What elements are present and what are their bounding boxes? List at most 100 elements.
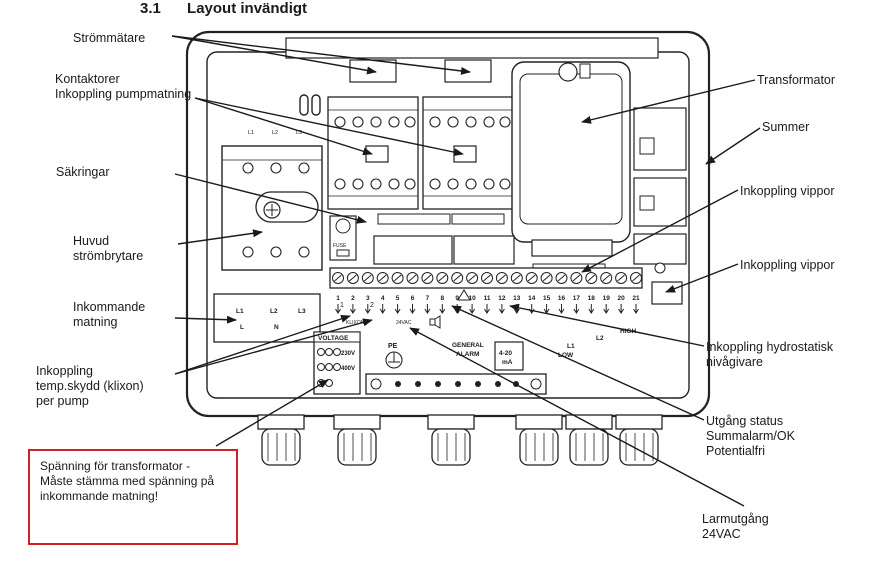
klixon-label: KLIXON <box>346 320 365 326</box>
voltage-warning-note: Spänning för transformator - Måste stämm… <box>28 449 238 545</box>
transformer <box>511 61 631 257</box>
input-term-n: N <box>274 324 279 331</box>
contactor-1 <box>327 96 419 210</box>
cable-gland <box>333 414 381 466</box>
high-label: HIGH <box>620 328 637 335</box>
sensor-label-1: 4-20 <box>499 350 512 357</box>
label-summer: Summer <box>762 120 810 134</box>
label-temp-line2: temp.skydd (klixon) <box>36 379 144 393</box>
terminal-arrow <box>633 304 639 314</box>
main-breaker <box>221 145 323 271</box>
terminal-number: 19 <box>603 295 611 302</box>
label-hydro-line1: Inkoppling hydrostatisk <box>706 340 834 354</box>
terminal-arrow <box>528 304 535 314</box>
terminal-arrow <box>424 304 431 314</box>
terminal-arrow <box>469 304 476 314</box>
label-kontaktorer: Kontaktorer Inkoppling pumpmatning <box>55 72 191 102</box>
label-hydrostatisk: Inkoppling hydrostatisk nivågivare <box>706 340 833 370</box>
terminal-arrow <box>364 304 371 314</box>
terminal-number: 9 <box>455 295 459 302</box>
label-strommatare: Strömmätare <box>73 31 146 45</box>
input-term-l: L <box>240 324 244 331</box>
label-inkommande: Inkommande matning <box>73 300 145 330</box>
input-term-l3: L3 <box>298 308 306 315</box>
terminal-number: 16 <box>558 295 566 302</box>
k-label-2: 2 <box>370 302 374 309</box>
label-larm-line2: 24VAC <box>702 527 741 541</box>
terminal-number: 8 <box>440 295 444 302</box>
input-term-l1: L1 <box>236 308 244 315</box>
label-temp-line1: Inkoppling <box>36 364 93 378</box>
terminal-number: 15 <box>543 295 551 302</box>
pe-label: PE <box>388 343 398 350</box>
cable-gland <box>257 414 305 466</box>
label-huvud-line2: strömbrytare <box>73 249 144 263</box>
label-temp-line3: per pump <box>36 394 89 408</box>
page-heading: 3.1 Layout invändigt <box>140 0 307 17</box>
label-utgang-status: Utgång status Summalarm/OK Potentialfri <box>706 414 795 459</box>
label-utgang-line3: Potentialfri <box>706 444 766 458</box>
l2-label: L2 <box>596 335 604 342</box>
input-term-l2: L2 <box>270 308 278 315</box>
terminal-arrow <box>484 304 490 314</box>
terminal-number: 3 <box>366 295 370 302</box>
terminal-number: 17 <box>573 295 581 302</box>
warning-triangle-icon <box>457 289 471 301</box>
terminal-arrow <box>498 304 505 314</box>
terminal-arrow <box>379 304 386 314</box>
terminal-arrow <box>573 304 580 314</box>
terminal-arrow <box>349 304 356 314</box>
fuse-label: FUSE <box>333 243 347 249</box>
label-larm-line1: Larmutgång <box>702 512 769 526</box>
terminal-arrow <box>618 304 625 314</box>
label-sakringar: Säkringar <box>56 165 110 179</box>
label-temp-skydd: Inkoppling temp.skydd (klixon) per pump <box>36 364 144 409</box>
vac-label: 24VAC <box>396 320 412 326</box>
breaker-term-l3: L3 <box>296 130 302 136</box>
sensor-label-2: mA <box>502 359 513 366</box>
note-line2: Måste stämma med spänning på <box>40 474 215 488</box>
terminal-number: 7 <box>426 295 430 302</box>
incoming-supply-block <box>213 293 321 343</box>
cable-gland <box>427 414 475 466</box>
label-huvudstrombrytare: Huvud strömbrytare <box>73 234 143 264</box>
k-label-1: 1 <box>340 302 344 309</box>
v230-label: 230V <box>341 351 355 357</box>
terminal-number: 1 <box>336 295 340 302</box>
label-utgang-line2: Summalarm/OK <box>706 429 795 443</box>
relay-2 <box>453 235 515 265</box>
cable-gland <box>515 414 563 466</box>
terminal-arrow <box>543 304 550 314</box>
note-line3: inkommande matning! <box>40 489 159 503</box>
terminal-number: 6 <box>411 295 415 302</box>
terminal-arrow <box>335 304 341 314</box>
label-vippor-2: Inkoppling vippor <box>740 258 835 272</box>
label-hydro-line2: nivågivare <box>706 355 763 369</box>
terminal-number: 4 <box>381 295 385 302</box>
leader-lines <box>171 35 761 507</box>
terminal-number: 12 <box>498 295 506 302</box>
terminal-number: 14 <box>528 295 536 302</box>
cable-gland <box>615 414 663 466</box>
breaker-term-l2: L2 <box>272 130 278 136</box>
heading-number: 3.1 <box>140 0 161 17</box>
label-utgang-line1: Utgång status <box>706 414 784 428</box>
speaker-icon <box>429 318 436 326</box>
terminal-number: 13 <box>513 295 521 302</box>
terminal-number: 18 <box>588 295 596 302</box>
label-inkommande-line1: Inkommande <box>73 300 146 314</box>
terminal-arrow <box>409 304 416 314</box>
cable-glands <box>257 414 663 466</box>
label-kontaktorer-line2: Inkoppling pumpmatning <box>55 87 192 101</box>
terminal-number: 5 <box>396 295 400 302</box>
label-vippor-1: Inkoppling vippor <box>740 184 835 198</box>
terminal-arrow <box>394 304 401 314</box>
relay-1 <box>373 235 453 265</box>
label-kontaktorer-line1: Kontaktorer <box>55 72 120 86</box>
contactor-2 <box>422 96 514 210</box>
terminal-screws <box>332 272 642 284</box>
general-alarm-1: GENERAL <box>452 342 484 349</box>
l1-label: L1 <box>567 343 575 350</box>
terminal-number: 21 <box>632 295 640 302</box>
